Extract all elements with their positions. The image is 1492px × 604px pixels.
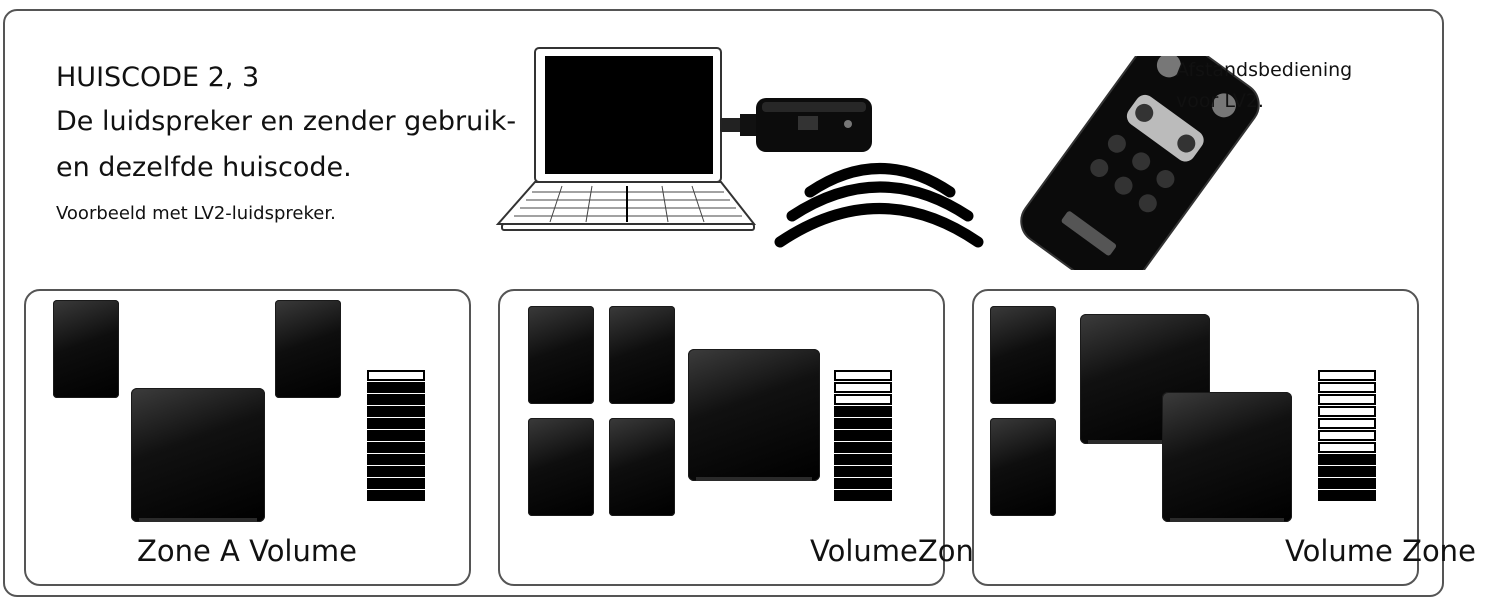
volume-bar-empty: [834, 394, 892, 405]
volume-bar-empty: [1318, 394, 1376, 405]
volume-bar-empty: [834, 370, 892, 381]
volume-bar-filled: [367, 382, 425, 393]
volume-bar-empty: [1318, 430, 1376, 441]
remote-control-icon: [1020, 56, 1260, 270]
volume-bar-empty: [1318, 418, 1376, 429]
volume-bar-filled: [367, 490, 425, 501]
description-line-2: en dezelfde huiscode.: [56, 152, 352, 183]
speaker-icon: [528, 306, 594, 404]
house-code-title: HUISCODE 2, 3: [56, 62, 260, 93]
volume-bar-filled: [1318, 466, 1376, 477]
volume-bar-filled: [1318, 478, 1376, 489]
volume-bar-empty: [1318, 442, 1376, 453]
speaker-icon: [990, 306, 1056, 404]
volume-bar-filled: [834, 466, 892, 477]
example-caption: Voorbeeld met LV2-luidspreker.: [56, 203, 336, 224]
speaker-icon: [53, 300, 119, 398]
volume-bar-filled: [834, 406, 892, 417]
diagram-frame: [3, 9, 1444, 597]
description-line-1: De luidspreker en zender gebruik-: [56, 106, 517, 137]
volume-bar-empty: [1318, 406, 1376, 417]
volume-bar-filled: [367, 454, 425, 465]
volume-bar-filled: [834, 418, 892, 429]
remote-caption-line-2: voor LV2.: [1176, 90, 1264, 112]
volume-meter-zone-b: [834, 370, 892, 502]
volume-bar-filled: [1318, 490, 1376, 501]
volume-bar-filled: [834, 490, 892, 501]
volume-bar-filled: [834, 430, 892, 441]
speaker-icon: [990, 418, 1056, 516]
volume-bar-filled: [834, 442, 892, 453]
volume-bar-filled: [834, 478, 892, 489]
zone-c-label: Volume Zone: [1285, 534, 1476, 568]
subwoofer-icon: [131, 388, 265, 522]
speaker-icon: [609, 418, 675, 516]
volume-bar-filled: [367, 478, 425, 489]
volume-bar-filled: [367, 430, 425, 441]
speaker-icon: [528, 418, 594, 516]
wireless-signal-icon: [774, 163, 984, 248]
remote-caption-line-1: Afstandsbediening: [1176, 59, 1353, 81]
speaker-icon: [275, 300, 341, 398]
volume-bar-filled: [367, 466, 425, 477]
volume-bar-filled: [834, 454, 892, 465]
usb-transmitter-icon: [720, 98, 872, 152]
volume-meter-zone-a: [367, 370, 425, 502]
laptop-icon: [495, 47, 757, 231]
volume-bar-empty: [1318, 382, 1376, 393]
volume-bar-empty: [367, 370, 425, 381]
zone-a-label: Zone A Volume: [137, 534, 357, 568]
volume-bar-filled: [367, 394, 425, 405]
speaker-icon: [609, 306, 675, 404]
subwoofer-icon: [1162, 392, 1292, 522]
volume-bar-filled: [367, 406, 425, 417]
volume-meter-zone-c: [1318, 370, 1376, 502]
subwoofer-icon: [688, 349, 820, 481]
volume-bar-empty: [834, 382, 892, 393]
volume-bar-filled: [1318, 454, 1376, 465]
volume-bar-filled: [367, 418, 425, 429]
volume-bar-filled: [367, 442, 425, 453]
volume-bar-empty: [1318, 370, 1376, 381]
